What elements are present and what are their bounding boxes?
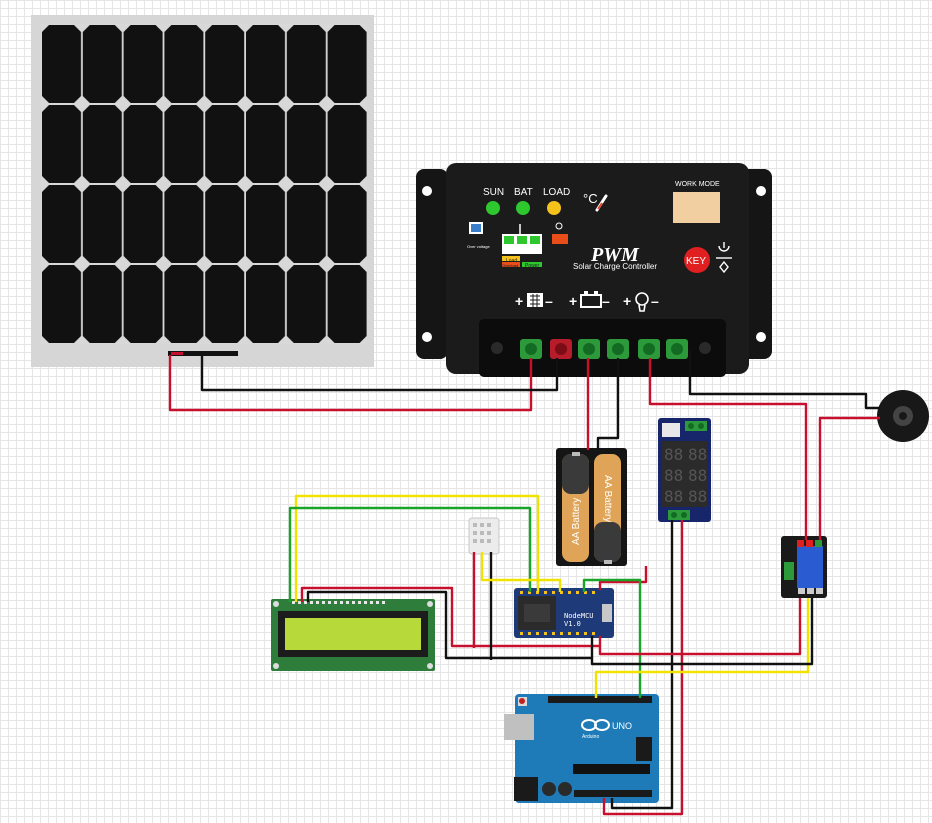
bat-label: BAT bbox=[514, 187, 533, 198]
over-voltage-label: Over voltage bbox=[467, 244, 490, 249]
led-overload-label: Overload bbox=[502, 263, 518, 268]
terminal-screw[interactable] bbox=[520, 339, 542, 359]
wire-black bbox=[306, 590, 594, 660]
terminal-block bbox=[479, 319, 726, 377]
svg-text:88: 88 bbox=[664, 466, 683, 485]
sun-label: SUN bbox=[483, 187, 504, 198]
arduino-model: UNO bbox=[612, 721, 632, 731]
lcd-display[interactable] bbox=[271, 599, 435, 671]
wire-black bbox=[688, 350, 880, 410]
nodemcu-label: NodeMCU bbox=[564, 612, 594, 620]
battery-label-right: AA Battery bbox=[602, 475, 613, 522]
battery-terminal-icon: + – bbox=[569, 291, 610, 309]
solar-panel[interactable] bbox=[31, 15, 374, 367]
terminal-screw[interactable] bbox=[578, 339, 600, 359]
wire-red bbox=[602, 520, 684, 816]
nodemcu-version: V1.0 bbox=[564, 620, 581, 628]
wire-red bbox=[300, 586, 602, 648]
terminal-screw[interactable] bbox=[550, 339, 572, 359]
led-load-label: Load bbox=[506, 258, 517, 264]
wire-black bbox=[596, 358, 620, 450]
svg-text:88: 88 bbox=[688, 487, 707, 506]
svg-text:88: 88 bbox=[664, 445, 683, 464]
wire-green bbox=[288, 506, 532, 602]
temp-label: °C bbox=[583, 191, 598, 206]
arduino-brand: Arduino bbox=[582, 734, 599, 740]
status-diagram bbox=[469, 222, 568, 267]
svg-text:88: 88 bbox=[688, 466, 707, 485]
terminal-screw[interactable] bbox=[638, 339, 660, 359]
arduino-uno-board[interactable] bbox=[504, 694, 659, 803]
led-power-label: Power bbox=[525, 263, 540, 269]
relay-module[interactable] bbox=[781, 536, 827, 598]
svg-text:–: – bbox=[545, 293, 553, 309]
terminal-screw[interactable] bbox=[666, 339, 688, 359]
wire-red bbox=[168, 355, 533, 412]
svg-text:+: + bbox=[569, 293, 577, 309]
sun-led bbox=[486, 201, 500, 215]
wire-red bbox=[598, 598, 802, 656]
power-icon bbox=[716, 242, 732, 274]
pwm-label: PWM bbox=[590, 244, 640, 266]
wires bbox=[168, 350, 880, 816]
wire-red bbox=[598, 566, 648, 590]
voltmeter-display[interactable]: 88 88 88 88 88 88 bbox=[658, 418, 711, 522]
wire-black bbox=[590, 598, 814, 666]
svg-text:88: 88 bbox=[664, 487, 683, 506]
battery-holder[interactable] bbox=[556, 448, 627, 566]
terminal-screw[interactable] bbox=[607, 339, 629, 359]
battery-label-left: AA Battery bbox=[571, 498, 582, 545]
wire-yellow bbox=[594, 598, 810, 698]
work-mode-display bbox=[673, 192, 720, 223]
key-button[interactable] bbox=[684, 247, 710, 273]
wire-green bbox=[582, 578, 642, 698]
svg-text:–: – bbox=[651, 293, 659, 309]
solar-terminal-icon: + – bbox=[515, 293, 553, 309]
svg-text:–: – bbox=[602, 293, 610, 309]
wire-yellow bbox=[294, 494, 540, 602]
controller-subtitle: Solar Charge Controller bbox=[573, 262, 657, 271]
load-label: LOAD bbox=[543, 187, 570, 198]
nodemcu-board[interactable] bbox=[514, 588, 614, 638]
wire-red bbox=[818, 416, 880, 540]
bat-led bbox=[516, 201, 530, 215]
wire-black bbox=[200, 355, 559, 392]
load-led bbox=[547, 201, 561, 215]
svg-text:+: + bbox=[623, 293, 631, 309]
key-label: KEY bbox=[686, 256, 706, 267]
svg-text:88: 88 bbox=[688, 445, 707, 464]
svg-text:+: + bbox=[515, 293, 523, 309]
arduino-logo-icon bbox=[581, 719, 610, 731]
solar-charge-controller[interactable]: + – + – + – bbox=[416, 163, 772, 377]
work-mode-label: WORK MODE bbox=[675, 181, 720, 188]
wire-red bbox=[648, 358, 808, 540]
buzzer[interactable] bbox=[877, 390, 929, 442]
wire-yellow bbox=[480, 552, 562, 592]
dht-sensor[interactable] bbox=[468, 517, 500, 555]
load-terminal-icon: + – bbox=[623, 292, 659, 312]
